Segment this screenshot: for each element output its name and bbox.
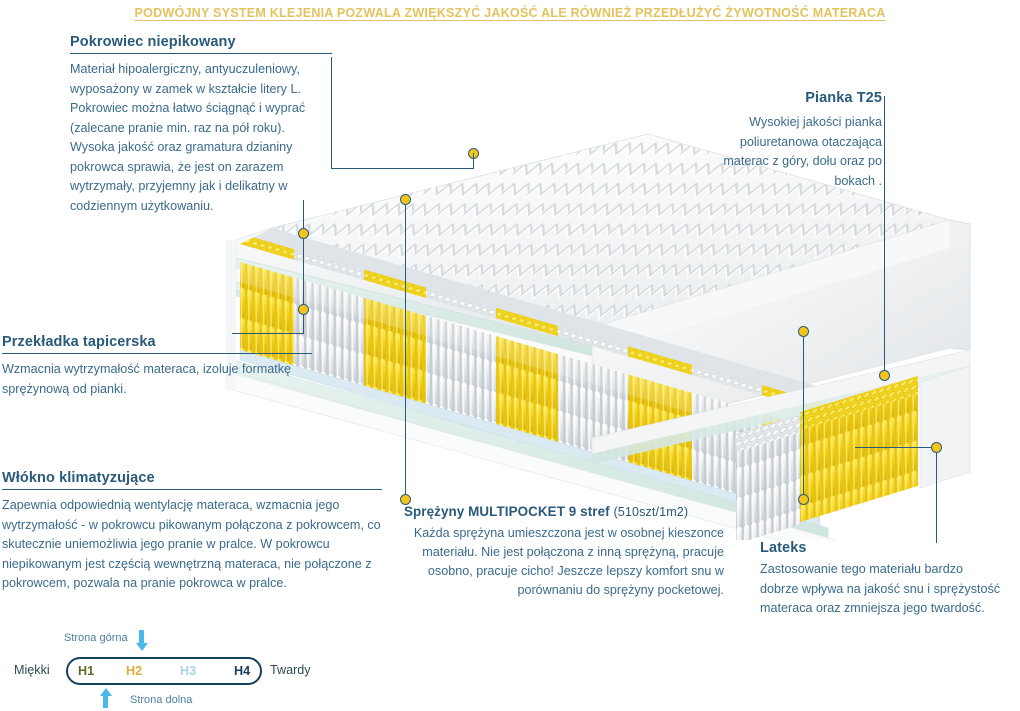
leader-latex-vertical xyxy=(936,447,938,543)
callout-dot-springs-upper xyxy=(798,326,809,337)
callout-fibre: Włókno klimatyzujące Zapewnia odpowiedni… xyxy=(2,470,392,594)
callout-fibre-body: Zapewnia odpowiednią wentylację materaca… xyxy=(2,498,381,591)
callout-foam-title: Pianka T25 xyxy=(805,90,882,106)
callout-foam-body: Wysokiej jakości pianka poliuretanowa ot… xyxy=(723,115,882,188)
callout-latex-body: Zastosowanie tego materiału bardzo dobrz… xyxy=(760,562,1001,616)
callout-latex-title: Lateks xyxy=(760,540,807,556)
hardness-level-h1[interactable]: H1 xyxy=(78,664,95,678)
leader-interlayer-vertical xyxy=(303,200,305,334)
leader-cover-vertical xyxy=(331,57,333,169)
callout-springs-title-sub: (510szt/1m2) xyxy=(613,505,689,519)
callout-dot-fibre xyxy=(400,194,411,205)
callout-cover-body: Materiał hipoalergiczny, antyuczuleniowy… xyxy=(70,62,306,213)
leader-foam-vertical xyxy=(884,96,886,376)
callout-dot-springs-lower xyxy=(798,494,809,505)
callout-interlayer-title: Przekładka tapicerska xyxy=(2,334,156,350)
callout-dot-springs-bottom xyxy=(400,494,411,505)
hardness-bottom-side-label: Strona dolna xyxy=(130,694,193,706)
hardness-level-h3[interactable]: H3 xyxy=(180,664,197,678)
callout-dot-interlayer-bottom xyxy=(298,304,309,315)
callout-cover-title: Pokrowiec niepikowany xyxy=(70,34,236,50)
callout-fibre-rule xyxy=(2,489,382,490)
callout-springs-title: Sprężyny MULTIPOCKET 9 stref (510szt/1m2… xyxy=(404,504,724,519)
leader-latex-horizontal xyxy=(855,447,937,449)
headline-banner: PODWÓJNY SYSTEM KLEJENIA POZWALA ZWIĘKSZ… xyxy=(134,6,886,20)
hardness-hard-label: Twardy xyxy=(270,663,311,677)
leader-springs-vertical xyxy=(803,330,805,502)
callout-cover: Pokrowiec niepikowany Materiał hipoalerg… xyxy=(70,34,332,216)
callout-springs-body: Każda sprężyna umieszczona jest w osobne… xyxy=(413,526,724,598)
mattress-cutaway-illustration xyxy=(225,133,971,540)
leader-cover-stub xyxy=(473,153,475,169)
hardness-levels-box[interactable]: H1 H2 H3 H4 xyxy=(66,657,262,685)
hardness-top-side-label: Strona górna xyxy=(64,632,128,644)
callout-dot-interlayer-top xyxy=(298,228,309,239)
callout-springs-title-main: Sprężyny MULTIPOCKET 9 stref xyxy=(404,504,610,519)
callout-springs: Sprężyny MULTIPOCKET 9 stref (510szt/1m2… xyxy=(404,504,724,601)
leader-interlayer-horizontal xyxy=(232,333,304,335)
callout-foam: Pianka T25 Wysokiej jakości pianka poliu… xyxy=(706,90,882,191)
callout-interlayer: Przekładka tapicerska Wzmacnia wytrzymał… xyxy=(2,334,322,399)
callout-dot-latex xyxy=(931,442,942,453)
leader-cover-horizontal xyxy=(331,168,473,170)
leader-fibre-vertical xyxy=(405,196,407,502)
callout-interlayer-body: Wzmacnia wytrzymałość materaca, izoluje … xyxy=(2,362,292,396)
hardness-soft-label: Miękki xyxy=(14,663,50,677)
hardness-scale: Strona górna Strona dolna Miękki Twardy … xyxy=(0,622,340,711)
hardness-level-h2[interactable]: H2 xyxy=(126,664,143,678)
hardness-level-h4[interactable]: H4 xyxy=(234,664,251,678)
callout-cover-rule xyxy=(70,53,332,54)
callout-fibre-title: Włókno klimatyzujące xyxy=(2,470,155,486)
callout-latex: Lateks Zastosowanie tego materiału bardz… xyxy=(760,540,1004,619)
callout-interlayer-rule xyxy=(2,353,312,354)
callout-dot-foam xyxy=(879,370,890,381)
